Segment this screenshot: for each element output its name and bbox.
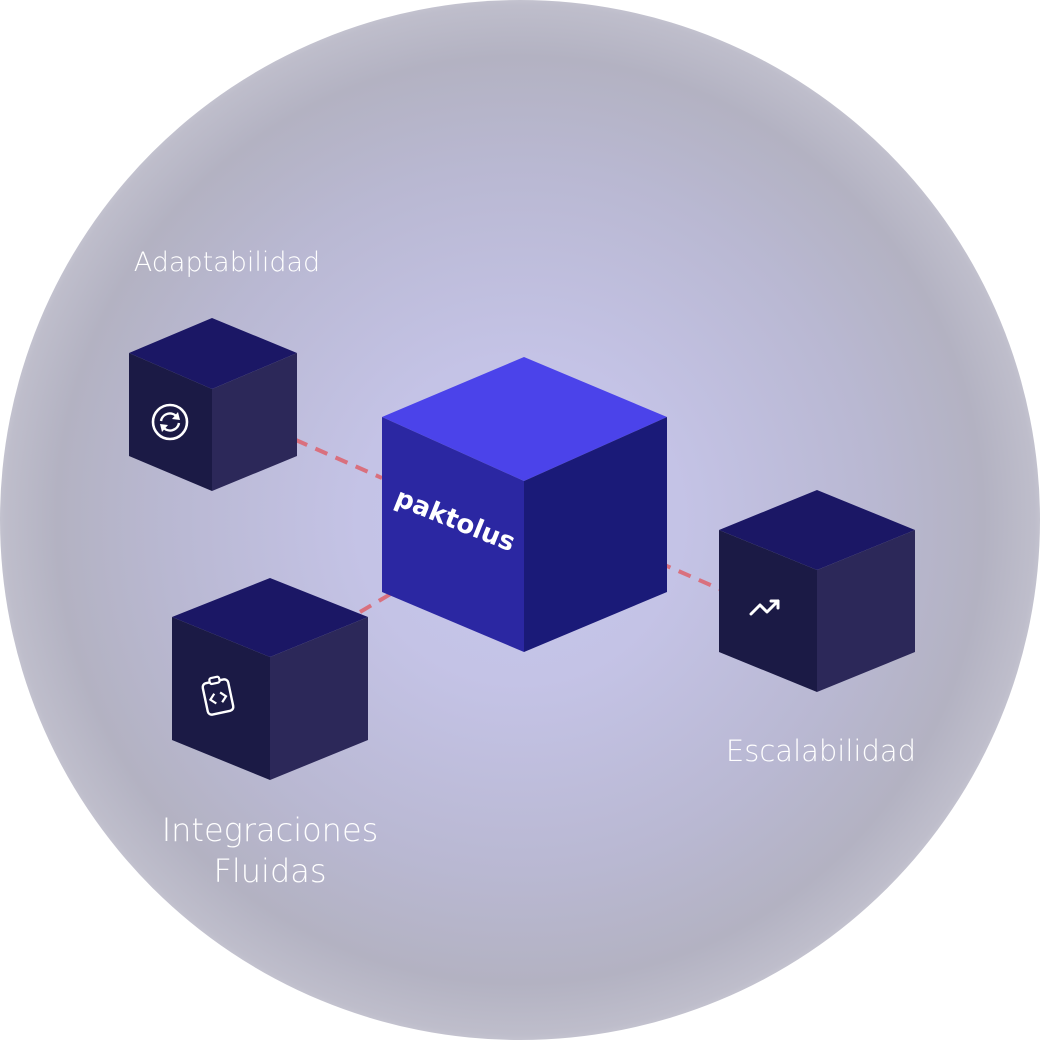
label-adaptabilidad: Adaptabilidad: [133, 247, 321, 278]
trend-up-icon: [749, 599, 780, 616]
sync-icon: [151, 403, 189, 441]
cube-adaptabilidad-left: [129, 353, 212, 491]
label-integraciones: Integraciones Fluidas: [140, 810, 400, 892]
cube-adaptabilidad: [129, 318, 297, 491]
cube-paktolus-top: [382, 357, 667, 481]
cube-escalabilidad: [719, 490, 915, 692]
cube-integraciones: [172, 578, 368, 780]
cube-paktolus-left: [382, 417, 524, 652]
cube-integraciones-left: [172, 617, 270, 780]
code-clipboard-icon: [201, 675, 235, 716]
label-escalabilidad: Escalabilidad: [725, 734, 917, 768]
cube-escalabilidad-right: [817, 530, 915, 692]
label-integraciones-line-2: Fluidas: [213, 852, 327, 890]
cube-paktolus-right: [524, 417, 667, 652]
cube-paktolus: paktolus: [382, 357, 667, 652]
cube-adaptabilidad-top: [129, 318, 297, 389]
cube-integraciones-top: [172, 578, 368, 657]
cube-integraciones-right: [270, 617, 368, 780]
cube-adaptabilidad-right: [212, 353, 297, 491]
label-integraciones-line-1: Integraciones: [161, 811, 379, 849]
